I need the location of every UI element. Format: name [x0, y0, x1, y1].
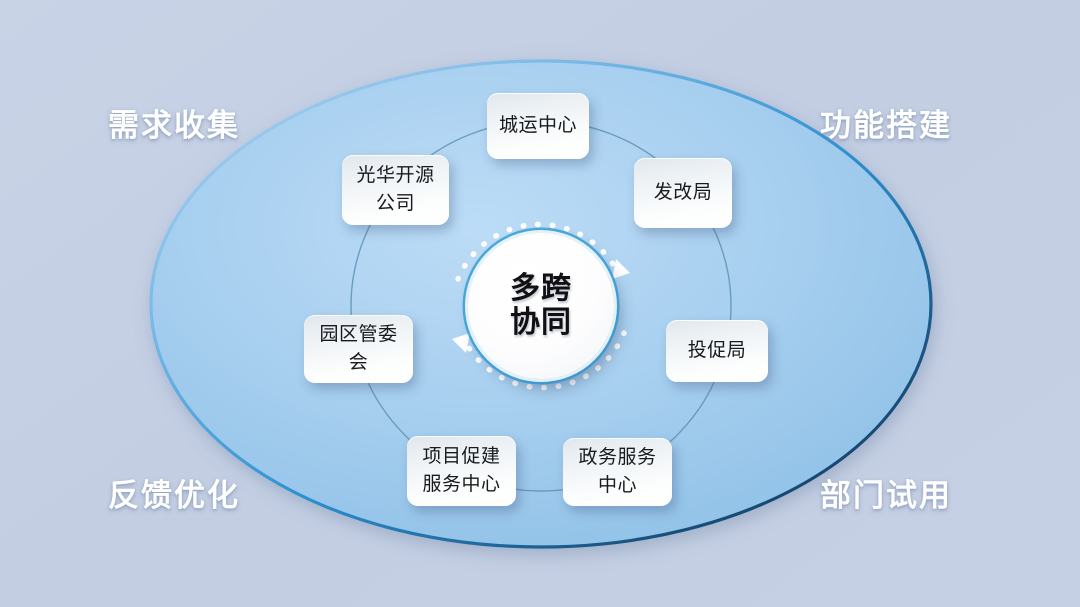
- node-label: 光华开源 公司: [356, 165, 435, 214]
- node-label: 城运中心: [498, 115, 577, 137]
- node-project-promotion-service-center[interactable]: 项目促建 服务中心: [407, 436, 516, 506]
- node-development-reform-bureau[interactable]: 发改局: [634, 158, 732, 228]
- rotation-arrow-top: [612, 259, 630, 279]
- node-park-management-committee[interactable]: 园区管委 会: [304, 315, 413, 383]
- rotation-arc-top: [455, 221, 619, 282]
- node-label: 投促局: [687, 340, 747, 362]
- phase-label-function-building: 功能搭建: [820, 108, 952, 143]
- node-guanghua-open-source-company[interactable]: 光华开源 公司: [342, 155, 449, 225]
- node-government-service-center[interactable]: 政务服务 中心: [563, 438, 672, 506]
- phase-label-feedback-optimization: 反馈优化: [108, 478, 240, 513]
- rotation-arrow-bottom: [452, 333, 470, 353]
- node-investment-promotion-bureau[interactable]: 投促局: [666, 320, 768, 382]
- phase-label-department-trial: 部门试用: [820, 478, 952, 513]
- node-label: 项目促建 服务中心: [422, 446, 501, 495]
- node-label: 政务服务 中心: [578, 447, 657, 496]
- rotation-arcs: [452, 221, 630, 391]
- center-hub[interactable]: 多跨 协同: [468, 233, 614, 379]
- phase-label-demand-collection: 需求收集: [108, 108, 240, 143]
- node-city-operation-center[interactable]: 城运中心: [487, 93, 589, 159]
- node-label: 园区管委 会: [319, 324, 398, 373]
- rotation-arc-bottom: [463, 330, 627, 391]
- node-label: 发改局: [653, 182, 713, 204]
- center-hub-label: 多跨 协同: [510, 272, 572, 339]
